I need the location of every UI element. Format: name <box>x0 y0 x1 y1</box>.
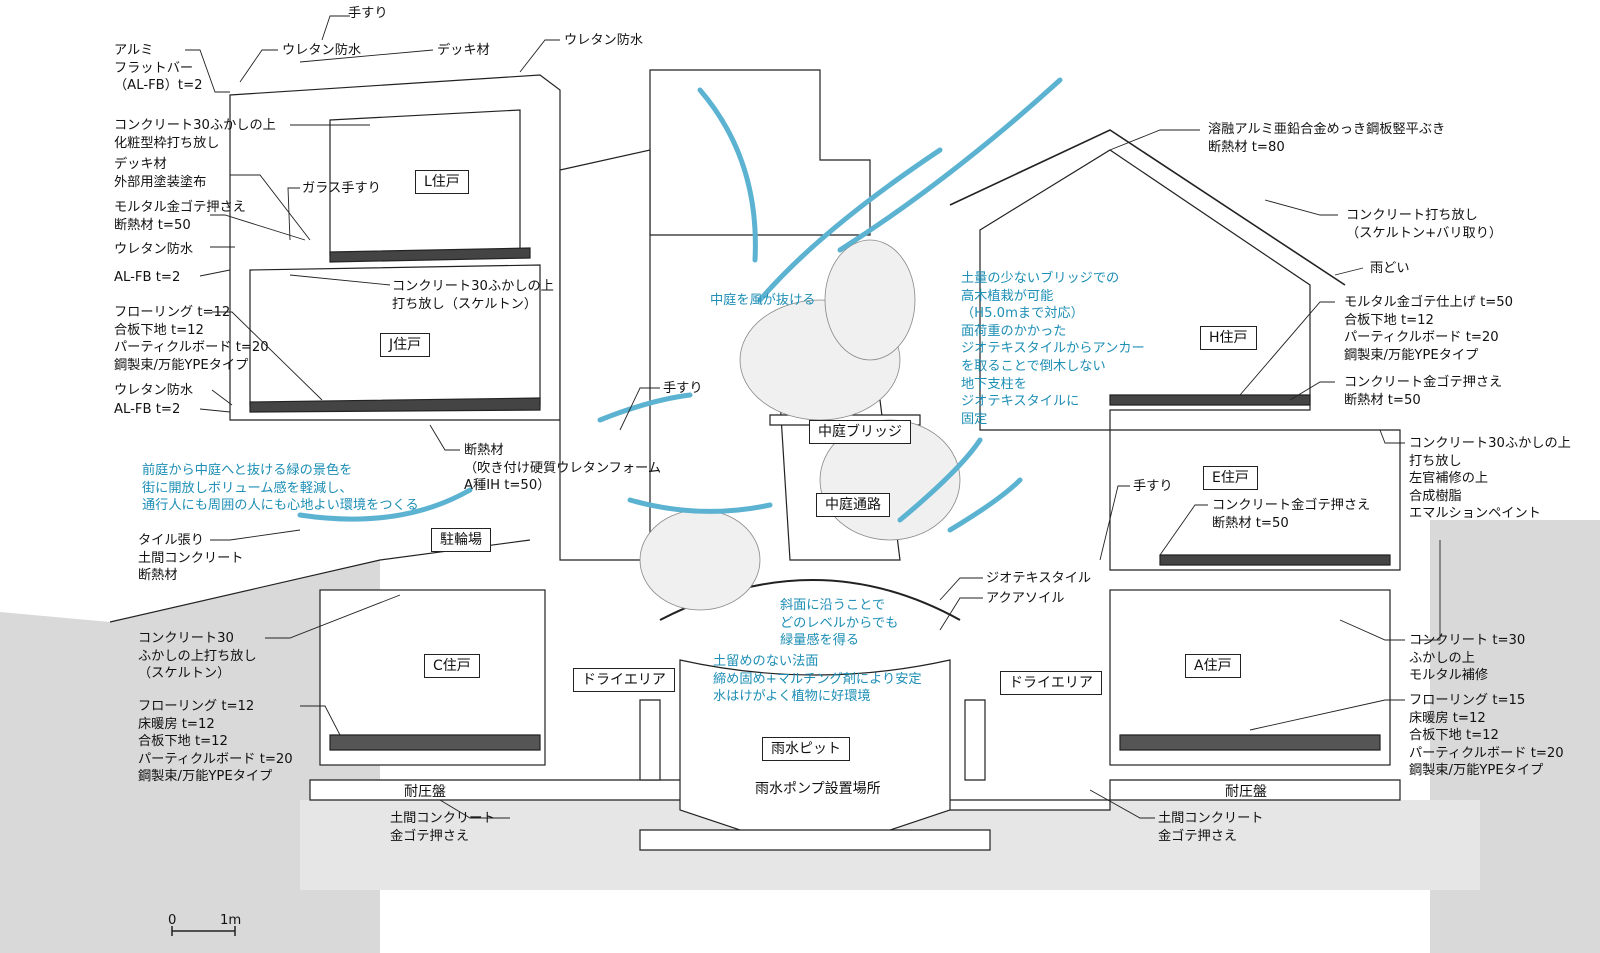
leader-lines <box>185 15 1441 819</box>
note-bridge: 土量の少ないブリッジでの 高木植栽が可能 （H5.0mまで対応） 面荷重のかかっ… <box>961 271 1145 427</box>
scale-zero: 0 <box>168 913 177 928</box>
l-unit-floor <box>329 247 531 263</box>
callout-deck-2: デッキ材 外部用塗装塗布 <box>114 157 207 190</box>
callout-alumi: アルミ フラットバー （AL-FB）t=2 <box>114 43 203 94</box>
center-tower <box>649 69 871 236</box>
h-unit-floor <box>1109 394 1311 406</box>
callout-conc30-1: コンクリート30ふかしの上 化粧型枠打ち放し <box>114 118 276 151</box>
callout-dannetsu: 断熱材 （吹き付け硬質ウレタンフォーム A種IH t=50） <box>464 443 662 494</box>
room-path: 中庭通路 <box>816 493 890 517</box>
e-unit-floor <box>1159 554 1391 566</box>
room-dry-2: ドライエリア <box>1000 671 1102 695</box>
callout-alfb-2: AL-FB t=2 <box>114 270 181 285</box>
callout-glass-tesuri: ガラス手すり <box>302 181 381 196</box>
note-front: 前庭から中庭へと抜ける緑の景色を 街に開放しボリューム感を軽減し、 通行人にも周… <box>142 463 419 514</box>
callout-floor-1: フローリング t=12 合板下地 t=12 パーティクルボード t=20 鋼製束… <box>114 305 269 373</box>
note-wind: 中庭を風が抜ける <box>710 293 816 308</box>
room-e-unit: E住戸 <box>1203 466 1258 490</box>
callout-conc-kin-1: コンクリート金ゴテ押さえ 断熱材 t=50 <box>1344 375 1503 408</box>
e-unit-body <box>1109 429 1401 571</box>
center-walls <box>559 149 651 561</box>
h-unit-roof <box>949 129 1346 286</box>
j-unit-floor <box>249 397 541 413</box>
callout-tesuri-top: 手すり <box>348 6 388 21</box>
scale-one: 1m <box>220 913 242 928</box>
h-unit-body <box>979 149 1311 431</box>
label-taiatsu-1: 耐圧盤 <box>404 784 446 800</box>
room-dry-1: ドライエリア <box>573 668 675 692</box>
callout-conc-t30: コンクリート t=30 ふかしの上 モルタル補修 <box>1409 633 1526 684</box>
room-a-unit: A住戸 <box>1185 654 1241 678</box>
callout-uretan-4: ウレタン防水 <box>114 383 194 398</box>
callout-conc30-2: コンクリート30ふかしの上 打ち放し（スケルトン） <box>392 279 554 312</box>
callout-conc30-3: コンクリート30 ふかしの上打ち放し （スケルトン） <box>138 631 257 682</box>
callout-conc30-4: コンクリート30ふかしの上 打ち放し 左官補修の上 合成樹脂 エマルションペイン… <box>1409 436 1571 522</box>
room-bike: 駐輪場 <box>431 528 491 552</box>
callout-conc-kin-2: コンクリート金ゴテ押さえ 断熱材 t=50 <box>1212 498 1371 531</box>
callout-geotex: ジオテキスタイル <box>986 571 1092 586</box>
room-c-unit: C住戸 <box>424 654 480 678</box>
note-soil: 土留めのない法面 締め固め+マルチング剤により安定 水はけがよく植物に好環境 <box>713 654 922 705</box>
room-j-unit: J住戸 <box>380 333 431 357</box>
callout-mortar-1: モルタル金ゴテ押さえ 断熱材 t=50 <box>114 200 246 233</box>
note-slope: 斜面に沿うことで どのレベルからでも 緑量感を得る <box>780 598 899 649</box>
callout-tesuri-mid: 手すり <box>663 381 703 396</box>
scale-bar <box>171 926 236 936</box>
callout-aqua: アクアソイル <box>986 591 1065 606</box>
pit-base <box>639 829 991 851</box>
label-taiatsu-2: 耐圧盤 <box>1225 784 1267 800</box>
dry-area-left <box>639 699 661 781</box>
c-unit-floor <box>329 734 541 751</box>
a-unit-floor <box>1119 734 1381 751</box>
callout-mortar-2: モルタル金ゴテ仕上げ t=50 合板下地 t=12 パーティクルボード t=20… <box>1344 295 1514 363</box>
callout-floor-3: フローリング t=15 床暖房 t=12 合板下地 t=12 パーティクルボード… <box>1409 693 1564 779</box>
ground-left <box>0 560 380 953</box>
callout-uretan-3: ウレタン防水 <box>114 242 194 257</box>
callout-tesuri-right: 手すり <box>1133 479 1173 494</box>
dry-area-right <box>964 699 986 781</box>
callout-uretan-2: ウレタン防水 <box>564 33 644 48</box>
room-bridge: 中庭ブリッジ <box>809 420 911 444</box>
callout-doma-2: 土間コンクリート 金ゴテ押さえ <box>1158 811 1264 844</box>
callout-roof: 溶融アルミ亜鉛合金めっき鋼板竪平ぶき 断熱材 t=80 <box>1208 122 1446 155</box>
callout-alfb-3: AL-FB t=2 <box>114 402 181 417</box>
callout-doma-1: 土間コンクリート 金ゴテ押さえ <box>390 811 496 844</box>
room-l-unit: L住戸 <box>415 170 469 194</box>
callout-amadoi: 雨どい <box>1370 261 1410 276</box>
callout-tile: タイル張り 土間コンクリート 断熱材 <box>138 533 244 584</box>
wind-flows <box>297 77 1063 533</box>
label-pump: 雨水ポンプ設置場所 <box>755 781 881 797</box>
callout-conc-uchi: コンクリート打ち放し （スケルトン+バリ取り） <box>1346 208 1503 241</box>
callout-uretan-1: ウレタン防水 <box>282 43 362 58</box>
callout-deck-1: デッキ材 <box>437 43 490 58</box>
callout-floor-2: フローリング t=12 床暖房 t=12 合板下地 t=12 パーティクルボード… <box>138 699 293 785</box>
room-pit: 雨水ピット <box>762 737 850 761</box>
room-h-unit: H住戸 <box>1200 326 1257 350</box>
